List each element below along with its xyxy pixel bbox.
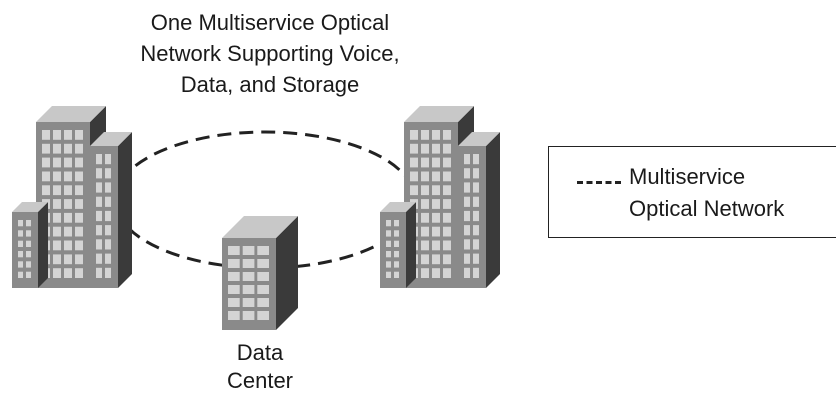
legend-label-line-1: Multiservice: [629, 164, 746, 189]
diagram-title-line-3: Data, and Storage: [180, 72, 360, 97]
office-building-left-icon: [12, 106, 132, 288]
legend: Multiservice Optical Network: [548, 146, 836, 238]
legend-label-line-2: Optical Network: [629, 196, 785, 221]
diagram-title-line-1: One Multiservice Optical: [150, 10, 390, 35]
data-center-label-line-2: Center: [226, 368, 294, 393]
legend-dashed-line-icon: [577, 181, 621, 184]
office-building-right-icon: [380, 106, 500, 288]
data-center-label-line-1: Data: [236, 340, 284, 365]
data-center-building-icon: [222, 216, 298, 330]
diagram-title-line-2: Network Supporting Voice,: [140, 41, 400, 66]
